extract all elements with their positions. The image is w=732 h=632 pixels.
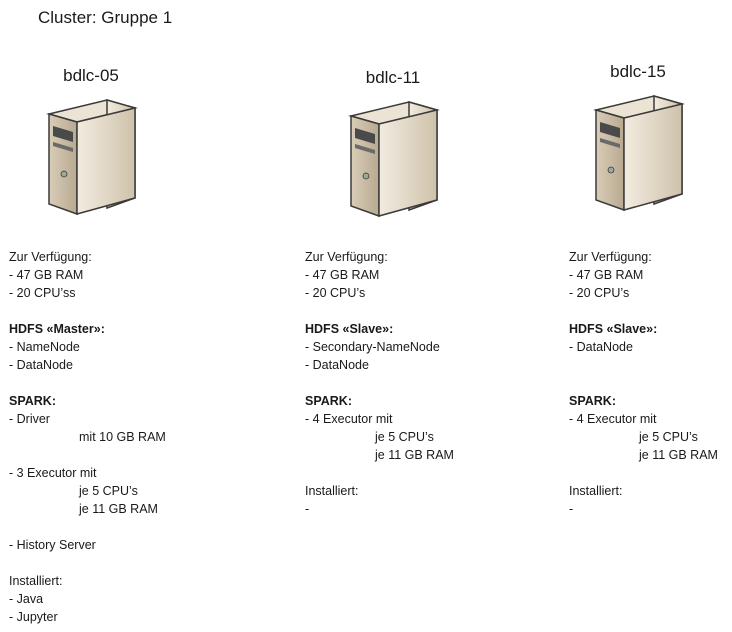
info-line: Zur Verfügung: [305,250,388,264]
server-icon [593,95,685,212]
info-line: je 5 CPU’s [639,430,698,444]
server-icon [46,99,138,216]
info-line: - DataNode [569,340,633,354]
spark-heading: SPARK: [9,394,56,408]
info-line: - DataNode [9,358,73,372]
info-line: - Secondary-NameNode [305,340,440,354]
spark-heading: SPARK: [569,394,616,408]
hdfs-heading: HDFS «Slave»: [305,322,394,336]
info-line: je 5 CPU’s [375,430,434,444]
node-info-bdlc-15: Zur Verfügung: - 47 GB RAM - 20 CPU’s HD… [569,248,718,518]
node-info-bdlc-05: Zur Verfügung: - 47 GB RAM - 20 CPU’ss H… [9,248,166,626]
installed-heading: Installiert: [305,484,359,498]
info-line: mit 10 GB RAM [79,430,166,444]
info-line: - 20 CPU’ss [9,286,76,300]
info-line: je 11 GB RAM [79,502,158,516]
node-name-bdlc-11: bdlc-11 [365,68,421,87]
info-line: - NameNode [9,340,80,354]
info-line: - Driver [9,412,50,426]
info-line: Zur Verfügung: [569,250,652,264]
info-line: - 47 GB RAM [569,268,644,282]
info-line: je 11 GB RAM [375,448,454,462]
info-line: - History Server [9,538,96,552]
server-icon [348,101,440,218]
hdfs-heading: HDFS «Slave»: [569,322,658,336]
info-line: - [569,502,574,516]
spark-heading: SPARK: [305,394,352,408]
info-line: - 4 Executor mit [305,412,393,426]
installed-heading: Installiert: [9,574,63,588]
info-line: je 11 GB RAM [639,448,718,462]
info-line: - 3 Executor mit [9,466,97,480]
info-line: - 4 Executor mit [569,412,657,426]
node-name-bdlc-15: bdlc-15 [610,62,666,81]
info-line: - DataNode [305,358,369,372]
info-line: - [305,502,310,516]
info-line: - Java [9,592,44,606]
cluster-title: Cluster: Gruppe 1 [38,8,173,27]
info-line: - 47 GB RAM [305,268,380,282]
info-line: - Jupyter [9,610,58,624]
info-line: - 47 GB RAM [9,268,84,282]
info-line: je 5 CPU’s [79,484,138,498]
info-line: - 20 CPU’s [305,286,366,300]
info-line: Zur Verfügung: [9,250,92,264]
node-name-bdlc-05: bdlc-05 [63,66,119,85]
info-line: - 20 CPU’s [569,286,630,300]
node-info-bdlc-11: Zur Verfügung: - 47 GB RAM - 20 CPU’s HD… [305,248,454,518]
installed-heading: Installiert: [569,484,623,498]
hdfs-heading: HDFS «Master»: [9,322,105,336]
